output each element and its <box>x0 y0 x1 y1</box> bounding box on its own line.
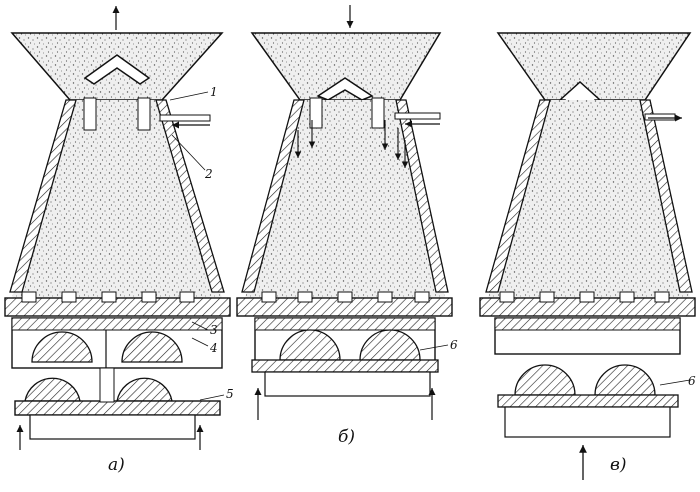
panel-b-flow-arrows <box>294 120 409 168</box>
callout-5: 5 <box>226 387 234 401</box>
panel-a-air-inlet <box>159 114 211 122</box>
caption-a: а) <box>108 455 125 475</box>
panel-a-right-wall <box>155 99 225 293</box>
callout-6-b: 6 <box>450 338 458 352</box>
callout-4: 4 <box>209 341 218 355</box>
panel-a-vent-plate <box>4 297 231 317</box>
panel-b-table <box>264 371 431 397</box>
callout-3: 3 <box>210 323 218 337</box>
panel-a-sand-body <box>12 100 222 298</box>
panel-a-cavity-right <box>121 331 183 363</box>
callout-1: 1 <box>210 85 218 99</box>
panel-c-right-wall <box>639 99 693 293</box>
panel-b-cavity-right <box>359 329 421 361</box>
panel-b-right-wall <box>395 99 449 293</box>
panel-c-hopper <box>496 32 692 101</box>
panel-b-air-inlet <box>394 112 441 120</box>
panel-b-machine: 6 б) <box>236 5 458 447</box>
panel-b-cavity-left <box>279 329 341 361</box>
panel-a-deflector <box>83 54 151 85</box>
panel-c-machine: 6 в) <box>479 32 696 480</box>
panel-c-sand-body <box>488 100 690 298</box>
panel-c-tray <box>497 394 679 408</box>
caption-b: б) <box>338 427 355 447</box>
callout-2: 2 <box>204 167 213 181</box>
caption-c: в) <box>610 455 627 475</box>
panel-a-vents <box>21 291 195 303</box>
panel-a-core-left <box>24 377 81 402</box>
panel-a-right-channel <box>137 97 151 131</box>
panel-a-table <box>29 414 196 440</box>
panel-b-left-wall <box>241 99 305 293</box>
panel-c-vents <box>499 291 670 303</box>
panel-b-tray <box>251 359 439 373</box>
panel-a-core-right <box>116 377 173 402</box>
panel-a-tray <box>14 400 221 416</box>
panel-a-cavity-left <box>31 331 93 363</box>
panel-b-vents <box>261 291 430 303</box>
panel-b-sand-body <box>245 100 445 298</box>
panel-a-left-channel <box>83 97 97 131</box>
callout-6-c: 6 <box>688 374 696 388</box>
panel-c-table <box>504 406 671 438</box>
panel-c-core-right <box>594 364 656 396</box>
panel-c-air-outlet <box>644 113 676 121</box>
panel-c-core-left <box>514 364 576 396</box>
panel-c-left-wall <box>485 99 551 293</box>
panel-a-machine: 1 2 3 4 5 а) <box>4 6 234 475</box>
